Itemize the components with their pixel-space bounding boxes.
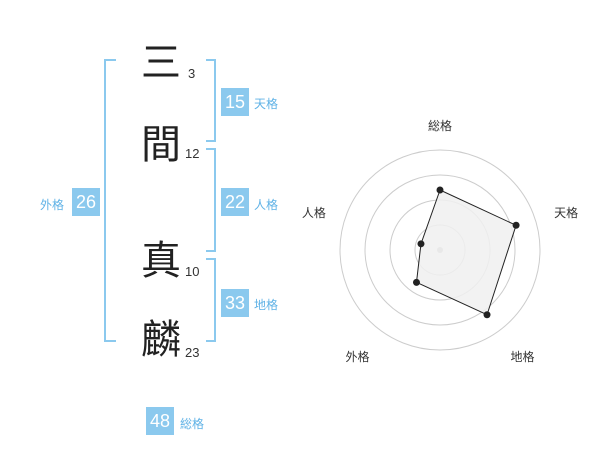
tenkaku-bracket <box>206 59 216 142</box>
name-char-3: 真 <box>141 238 181 284</box>
chikaku-bracket <box>206 258 216 342</box>
radar-point-2 <box>512 221 520 229</box>
soukaku-label: 総格 <box>180 417 205 431</box>
radar-axis-label-3: 地格 <box>511 349 535 364</box>
radar-point-1 <box>436 186 444 194</box>
jinkaku-label: 人格 <box>254 198 279 212</box>
soukaku-value: 48 <box>146 407 174 435</box>
radar-axis-label-4: 外格 <box>345 349 369 364</box>
stroke-count-4: 23 <box>185 345 200 360</box>
tenkaku-label: 天格 <box>254 97 279 111</box>
radar-point-3 <box>483 311 491 319</box>
name-char-1: 三 <box>141 40 181 86</box>
radar-ring <box>364 174 516 326</box>
stroke-count-2: 12 <box>185 146 200 161</box>
radar-ring <box>339 149 541 351</box>
radar-point-4 <box>412 278 420 286</box>
gaikaku-bracket <box>104 59 116 342</box>
name-char-4: 麟 <box>141 317 181 363</box>
chikaku-label: 地格 <box>254 298 279 312</box>
radar-axis-label-5: 人格 <box>302 205 326 220</box>
name-char-2: 間 <box>141 122 181 168</box>
jinkaku-value: 22 <box>221 188 249 216</box>
radar-series-shape <box>415 189 517 316</box>
jinkaku-bracket <box>206 148 216 252</box>
stroke-count-1: 3 <box>188 66 196 81</box>
radar-point-5 <box>417 240 425 248</box>
radar-axis-label-2: 天格 <box>554 205 578 220</box>
gaikaku-value: 26 <box>72 188 100 216</box>
gaikaku-label: 外格 <box>40 198 65 212</box>
stroke-count-3: 10 <box>185 264 200 279</box>
tenkaku-value: 15 <box>221 88 249 116</box>
radar-axis-label-1: 総格 <box>428 118 452 133</box>
chikaku-value: 33 <box>221 289 249 317</box>
